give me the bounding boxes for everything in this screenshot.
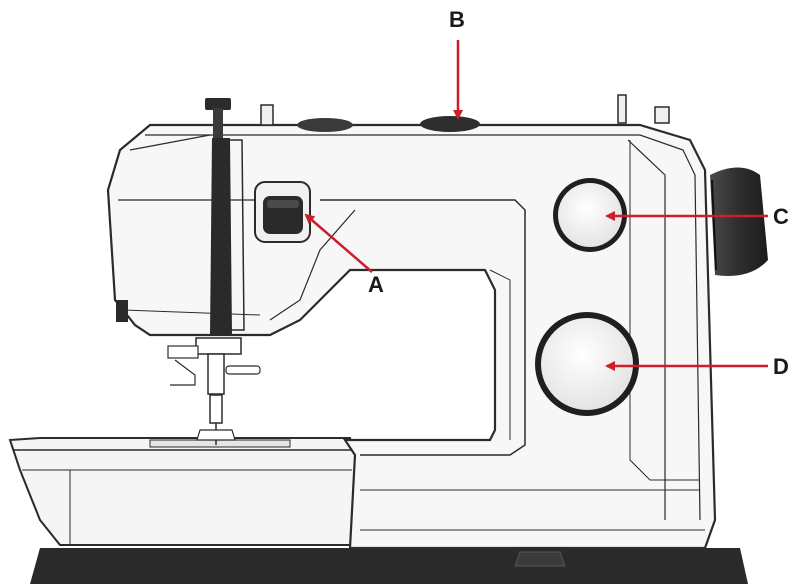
needle-assembly [167,138,261,445]
callout-label-b: B [449,7,465,32]
stitch-selector-dial-c [553,178,627,252]
thread-take-up-lever [254,181,311,243]
callout-label-d: D [773,354,789,379]
machine-base [30,548,748,584]
stitch-selector-dial-d [535,312,639,416]
callout-label-c: C [773,204,789,229]
callout-arrows [304,40,768,371]
callout-label-a: A [368,272,384,297]
reverse-button [116,300,128,322]
arrow-a [304,213,373,273]
free-arm-bed [8,437,356,546]
top-fittings [205,94,670,138]
handwheel [710,167,768,276]
